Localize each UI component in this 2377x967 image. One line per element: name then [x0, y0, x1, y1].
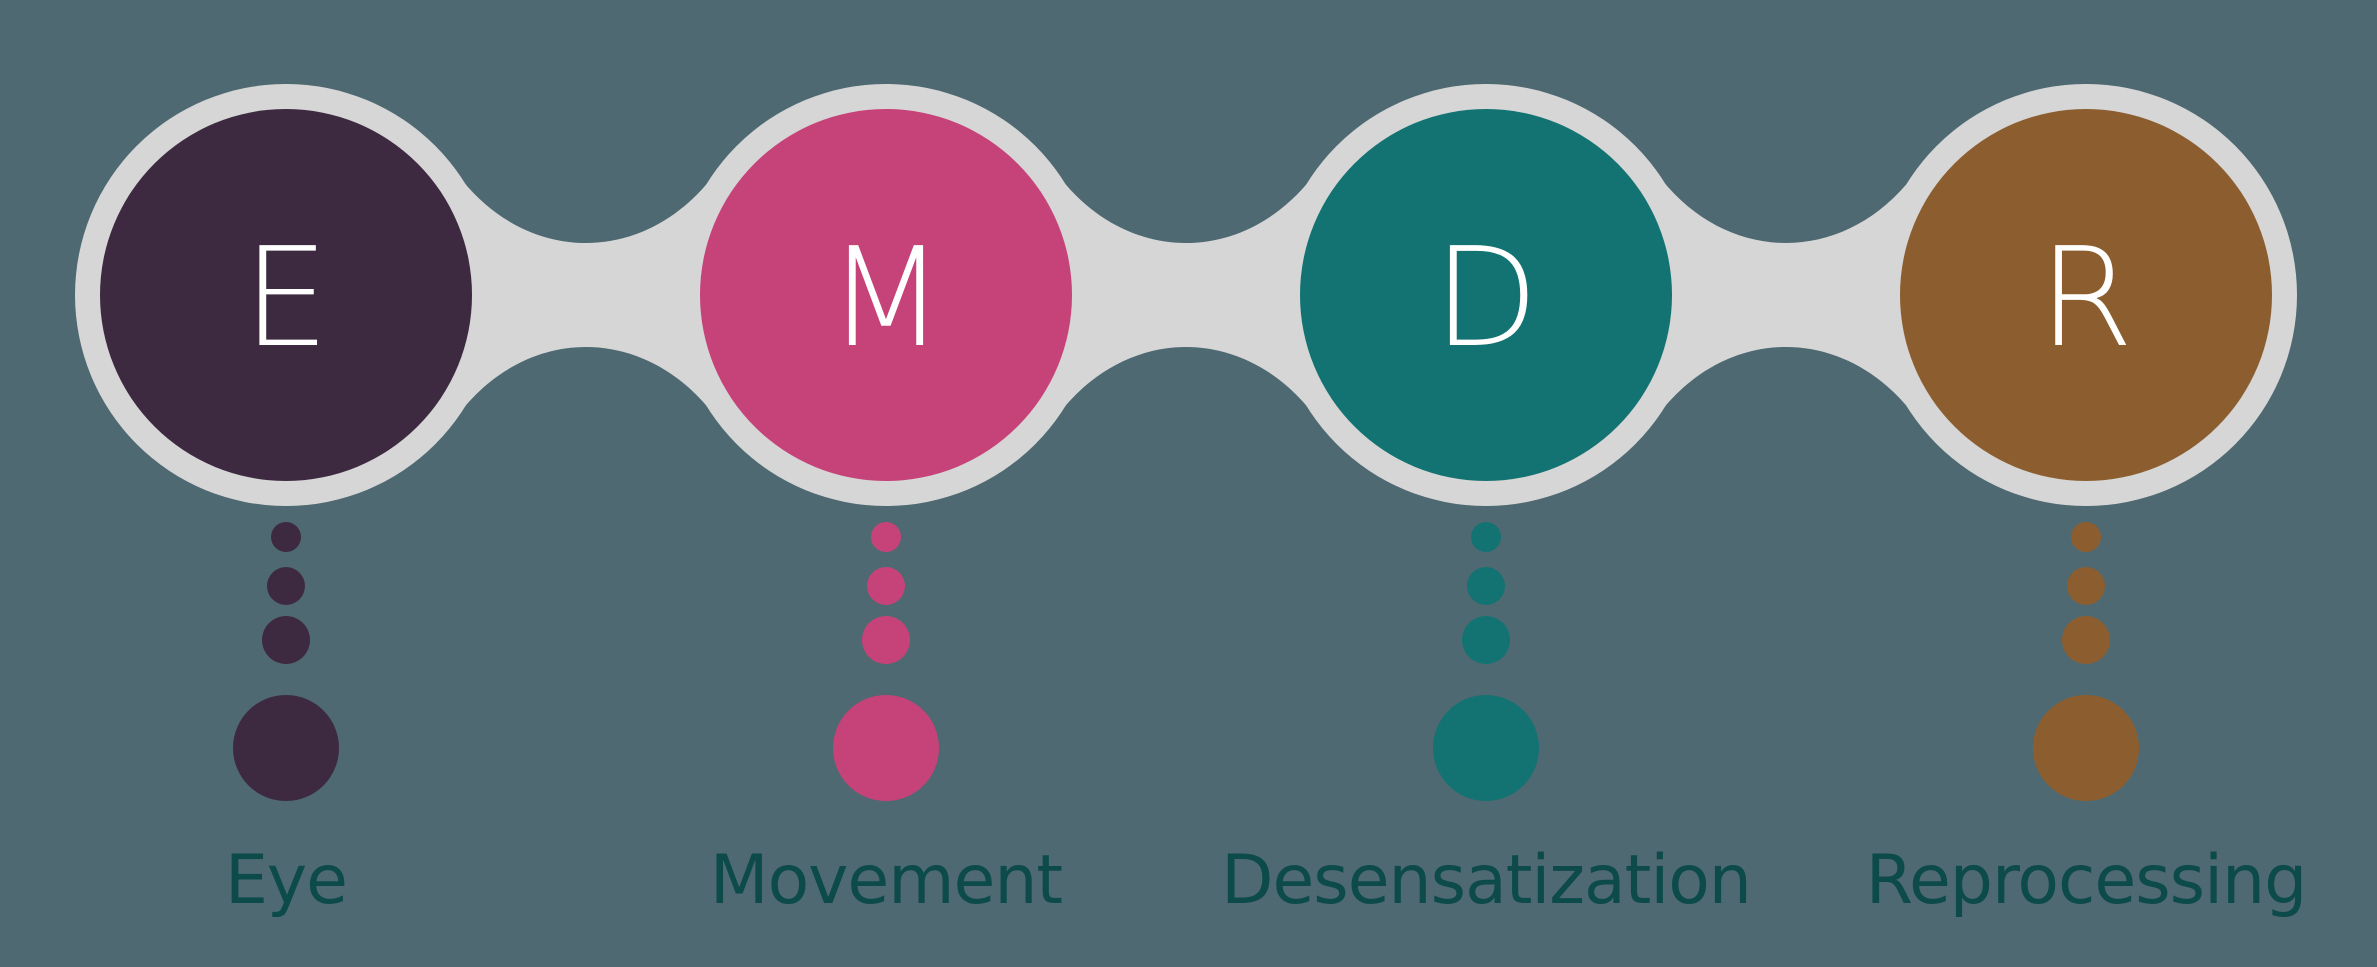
stage-m-label: Movement [710, 841, 1063, 920]
dot-small-2 [2067, 567, 2105, 605]
dot-small-1 [271, 522, 301, 552]
dot-medium [862, 616, 910, 664]
dot-large [1433, 695, 1539, 801]
connector-e-m [462, 180, 710, 410]
stage-d-label: Desensatization [1221, 841, 1751, 920]
stage-d-letter: D [1433, 219, 1539, 378]
dot-small-2 [1467, 567, 1505, 605]
stage-r: R Reprocessing [1866, 84, 2307, 920]
stage-r-circle [1900, 109, 2272, 481]
dot-large [2033, 695, 2139, 801]
dot-small-1 [1471, 522, 1501, 552]
stage-m: M Movement [675, 84, 1097, 920]
stage-e: E Eye [75, 84, 497, 920]
dot-medium [2062, 616, 2110, 664]
stage-e-circle [100, 109, 472, 481]
dot-medium [262, 616, 310, 664]
dot-small-1 [871, 522, 901, 552]
stage-m-letter: M [827, 219, 945, 378]
connector-d-r [1662, 180, 1910, 410]
stage-m-dot-trail [833, 522, 939, 801]
stage-e-dot-trail [233, 522, 339, 801]
stage-r-dot-trail [2033, 522, 2139, 801]
dot-small-2 [867, 567, 905, 605]
dot-medium [1462, 616, 1510, 664]
dot-small-2 [267, 567, 305, 605]
dot-small-1 [2071, 522, 2101, 552]
stage-e-letter: E [243, 219, 330, 378]
connector-m-d [1062, 180, 1310, 410]
stage-r-label: Reprocessing [1866, 841, 2307, 920]
stage-r-letter: R [2038, 219, 2133, 378]
dot-large [233, 695, 339, 801]
stage-d-dot-trail [1433, 522, 1539, 801]
dot-large [833, 695, 939, 801]
stage-d-circle [1300, 109, 1672, 481]
stage-e-label: Eye [225, 841, 347, 920]
stage-d: D Desensatization [1221, 84, 1752, 920]
stage-m-circle [700, 109, 1072, 481]
connector-band [462, 180, 1910, 410]
